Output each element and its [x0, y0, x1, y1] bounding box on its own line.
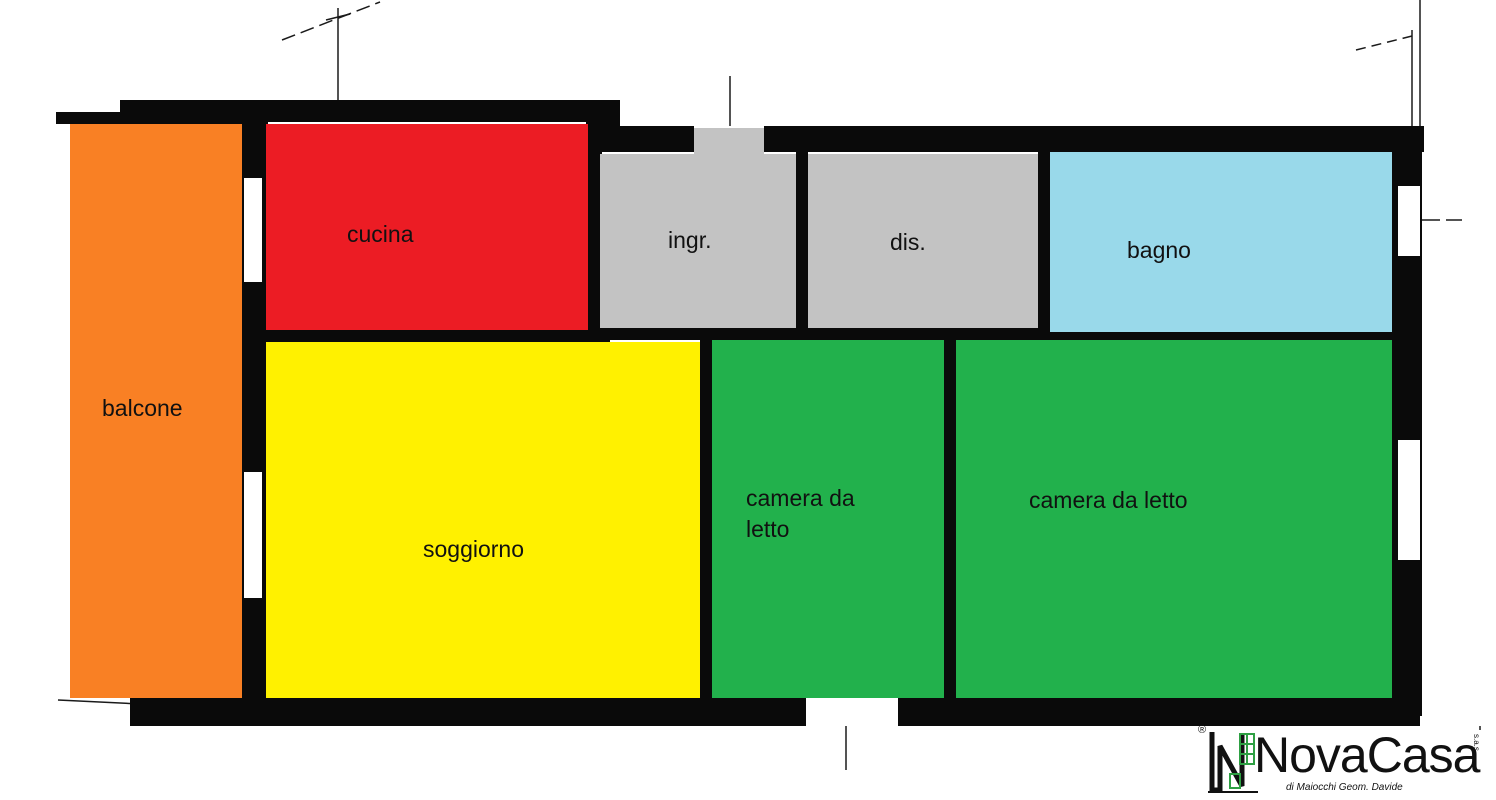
- logo-name: NovaCasa: [1254, 727, 1480, 783]
- label-bagno: bagno: [1127, 237, 1191, 263]
- novacasa-logo: ® NovaCasa s.a.s. di Maiocchi Geom. Davi…: [1196, 724, 1486, 796]
- room-disimpegno: [808, 154, 1038, 328]
- label-soggiorno: soggiorno: [423, 536, 525, 562]
- label-balcone: balcone: [102, 395, 183, 421]
- room-soggiorno: [266, 342, 700, 698]
- label-camera-1-line2: letto: [746, 516, 790, 542]
- room-cucina: [266, 124, 588, 330]
- label-ingresso: ingr.: [668, 227, 712, 253]
- room-camera-2: [956, 340, 1392, 698]
- building-icon: [1208, 732, 1258, 793]
- label-disimpegno: dis.: [890, 229, 926, 255]
- room-camera-1: [712, 340, 944, 698]
- logo-subtitle: di Maiocchi Geom. Davide: [1286, 782, 1403, 793]
- room-ingresso: [600, 154, 796, 328]
- logo-suffix: s.a.s.: [1472, 734, 1481, 754]
- registered-mark: ®: [1198, 724, 1207, 736]
- room-ingresso-door: [694, 128, 764, 156]
- rooms: [70, 124, 1392, 698]
- label-cucina: cucina: [347, 221, 414, 247]
- room-balcone: [70, 124, 242, 698]
- label-camera-1-line1: camera da: [746, 485, 855, 511]
- room-bagno: [1050, 152, 1392, 332]
- label-camera-2: camera da letto: [1029, 487, 1188, 513]
